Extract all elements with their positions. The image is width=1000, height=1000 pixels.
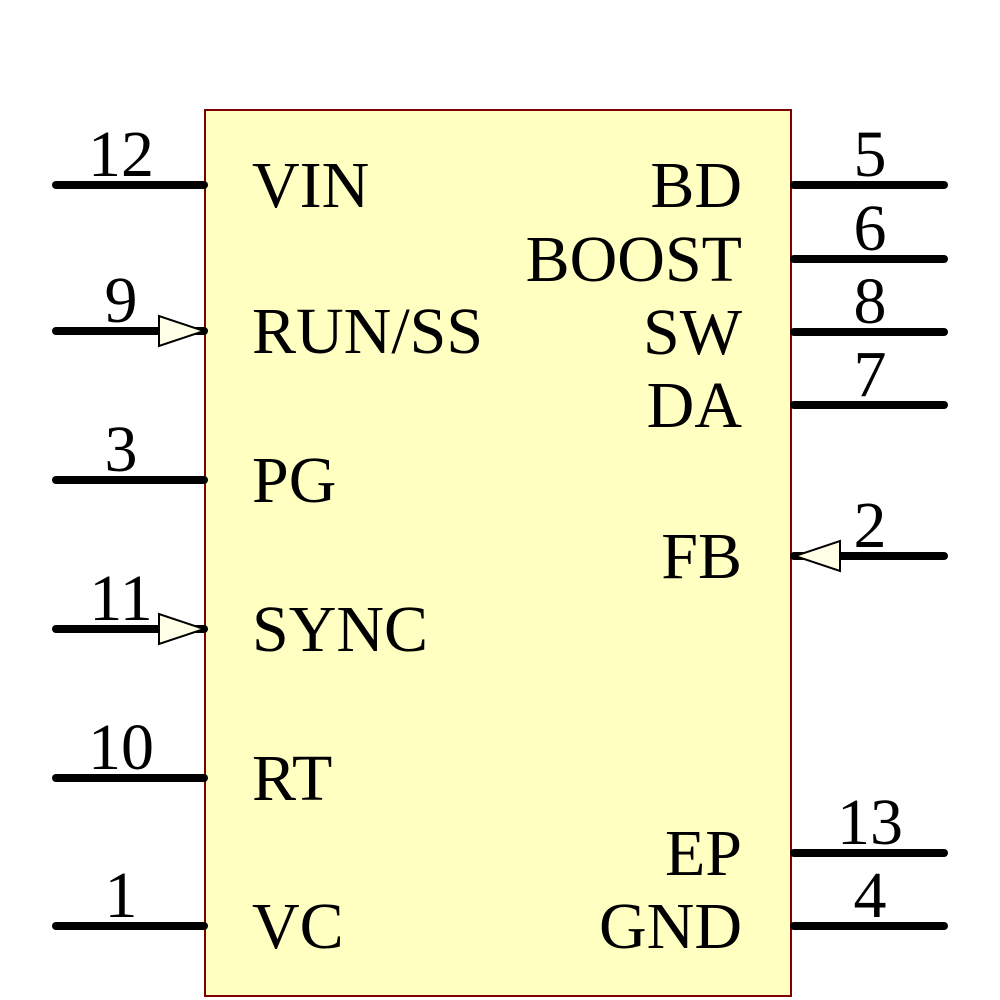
pin-label-bd: BD (650, 149, 742, 222)
pin-line-da (790, 401, 948, 409)
pin-label-vin: VIN (252, 149, 370, 222)
pin-line-bd (790, 181, 948, 189)
pin-label-boost: BOOST (525, 223, 742, 296)
input-arrow-icon-run-ss (157, 314, 207, 348)
pin-line-pg (52, 476, 208, 484)
pin-line-vin (52, 181, 208, 189)
pin-number-boost: 6 (853, 192, 887, 265)
pin-number-gnd: 4 (853, 859, 887, 932)
pin-label-run-ss: RUN/SS (252, 295, 484, 368)
pin-line-vc (52, 922, 208, 930)
pin-number-ep: 13 (837, 786, 903, 859)
pin-line-fb (790, 552, 948, 560)
pin-number-run-ss: 9 (104, 264, 138, 337)
pin-line-ep (790, 849, 948, 857)
pin-number-bd: 5 (853, 118, 887, 191)
pin-line-rt (52, 774, 208, 782)
pin-number-pg: 3 (104, 413, 138, 486)
pin-number-sw: 8 (853, 265, 887, 338)
pin-number-da: 7 (853, 338, 887, 411)
pin-number-vin: 12 (88, 118, 154, 191)
pin-label-ep: EP (664, 817, 742, 890)
input-arrow-icon-sync (157, 612, 207, 646)
pin-number-vc: 1 (104, 859, 138, 932)
pin-label-rt: RT (252, 742, 333, 815)
pin-label-gnd: GND (599, 890, 742, 963)
pin-number-sync: 11 (89, 562, 153, 635)
input-arrow-icon-fb (792, 539, 842, 573)
pin-number-rt: 10 (88, 711, 154, 784)
pin-line-sw (790, 328, 948, 336)
pin-label-sw: SW (643, 296, 742, 369)
ic-body (204, 109, 792, 997)
pin-label-vc: VC (252, 890, 344, 963)
pin-line-gnd (790, 922, 948, 930)
pin-line-run-ss (52, 327, 208, 335)
pin-label-sync: SYNC (252, 593, 429, 666)
pin-label-pg: PG (252, 444, 337, 517)
pin-number-fb: 2 (853, 489, 887, 562)
pin-label-da: DA (646, 369, 742, 442)
pin-line-sync (52, 625, 208, 633)
pin-line-boost (790, 255, 948, 263)
pin-label-fb: FB (661, 520, 742, 593)
